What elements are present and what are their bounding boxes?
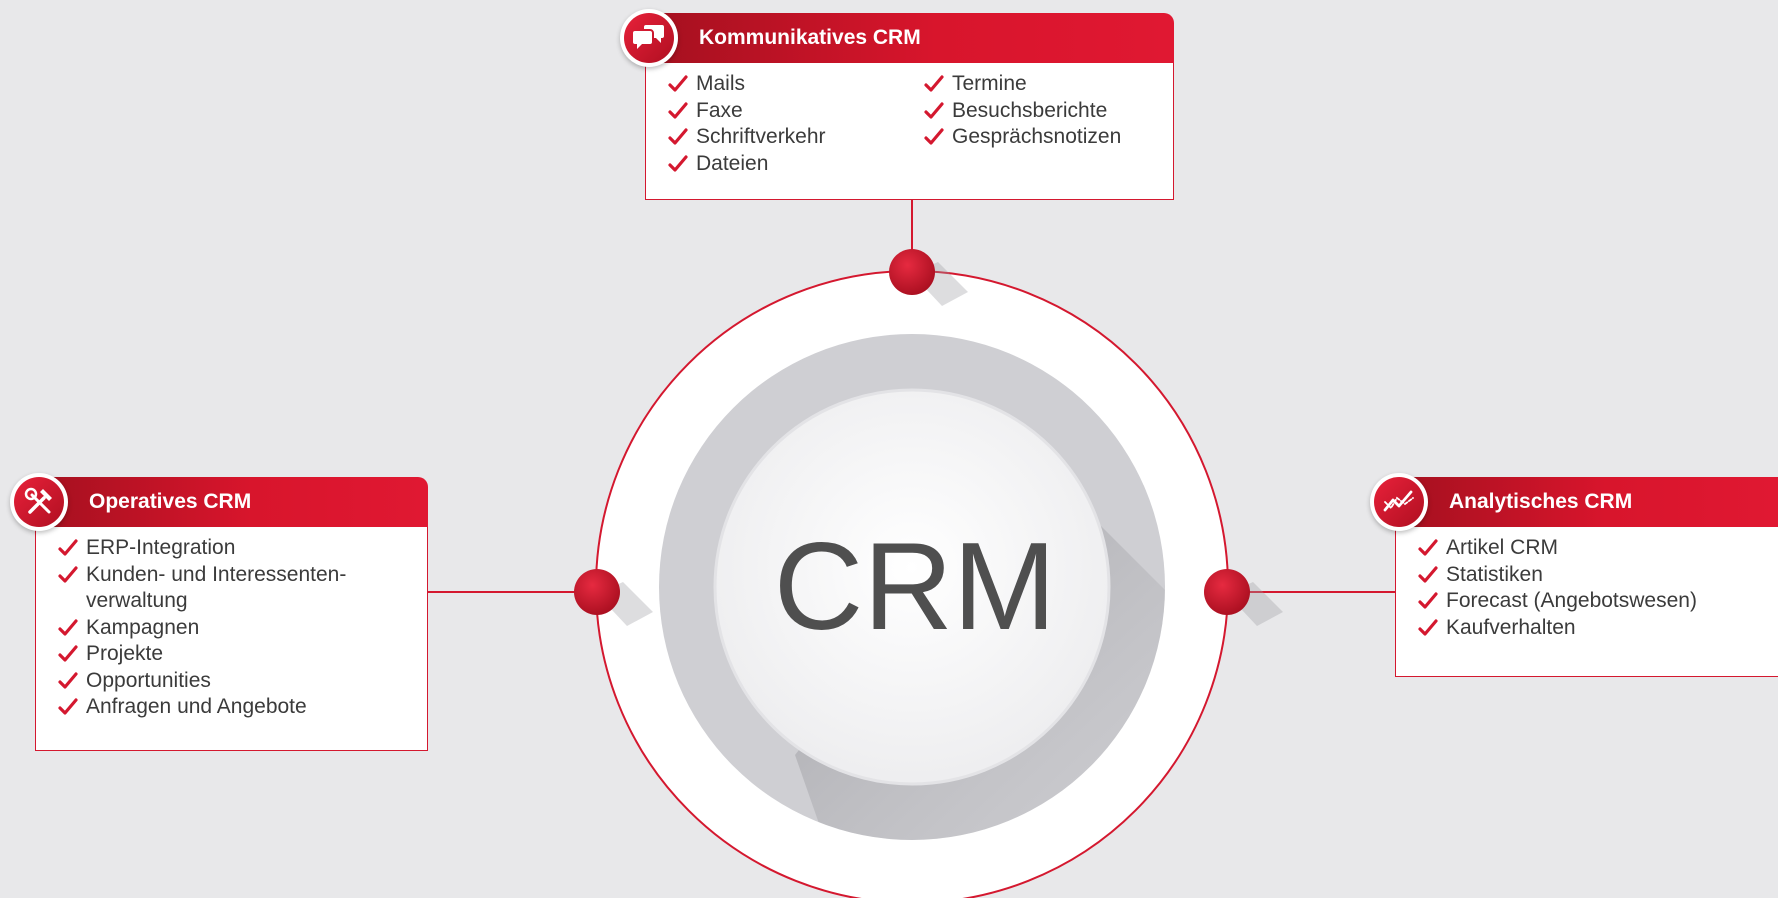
list-item: Anfragen und Angebote [58,694,346,721]
check-icon [58,618,78,636]
list-item: Dateien [668,151,826,178]
check-icon [58,565,78,583]
analytic-crm-badge [1370,473,1428,531]
node-left [574,569,653,626]
tools-icon [24,487,52,514]
list-item: Kaufverhalten [1418,615,1697,642]
list-item: Opportunities [58,668,346,695]
operative-crm-box: Operatives CRM ERP-Integration Kunden- u… [10,473,428,751]
operative-crm-list: ERP-Integration Kunden- und Interessente… [58,535,346,721]
operative-crm-header: Operatives CRM [10,473,428,531]
operative-crm-badge [10,473,68,531]
analytic-crm-title: Analytisches CRM [1449,490,1633,513]
list-item: ERP-Integration [58,535,346,562]
check-icon [1418,592,1438,609]
speech-bubbles-icon [633,25,664,49]
list-item: Kunden- und Interessenten- [58,562,346,589]
check-icon [1418,565,1438,583]
crm-center-label: CRM [773,518,1057,656]
analytic-crm-box: Analytisches CRM Artikel CRM Statistiken… [1370,473,1778,677]
check-icon [58,539,78,556]
check-icon [58,645,78,662]
check-icon [668,75,688,92]
list-item: Statistiken [1418,562,1697,589]
node-right [1204,569,1283,626]
list-item: Projekte [58,641,346,668]
check-icon [924,128,944,145]
analytic-crm-header: Analytisches CRM [1370,473,1778,531]
list-item: Artikel CRM [1418,535,1697,562]
communicative-crm-list-1: Mails Faxe Schriftverkehr Dateien [668,71,826,177]
list-item: Termine [924,71,1121,98]
communicative-crm-badge [620,9,678,67]
check-icon [58,671,78,689]
check-icon [668,154,688,172]
check-icon [58,698,78,715]
communicative-crm-list-2: Termine Besuchsberichte Gesprächsnotizen [924,71,1121,151]
list-item: Mails [668,71,826,98]
list-item: Forecast (Angebotswesen) [1418,588,1697,615]
list-item: Besuchsberichte [924,98,1121,125]
list-item: Kampagnen [58,615,346,642]
check-icon [924,75,944,92]
check-icon [1418,539,1438,556]
check-icon [668,128,688,145]
analytic-crm-list: Artikel CRM Statistiken Forecast (Angebo… [1418,535,1697,641]
operative-crm-title: Operatives CRM [89,490,252,513]
check-icon [1418,618,1438,636]
inner-circle [713,388,1111,786]
check-icon [668,101,688,119]
list-item-continuation: verwaltung [86,589,188,612]
communicative-crm-box: Kommunikatives CRM Mails Faxe Schriftver… [620,9,1174,200]
list-item: Gesprächsnotizen [924,124,1121,151]
node-top [889,249,968,306]
trend-chart-icon [1383,490,1414,512]
check-icon [924,101,944,119]
list-item: Faxe [668,98,826,125]
communicative-crm-header: Kommunikatives CRM [620,9,1174,67]
list-item: Schriftverkehr [668,124,826,151]
communicative-crm-title: Kommunikatives CRM [699,26,921,49]
